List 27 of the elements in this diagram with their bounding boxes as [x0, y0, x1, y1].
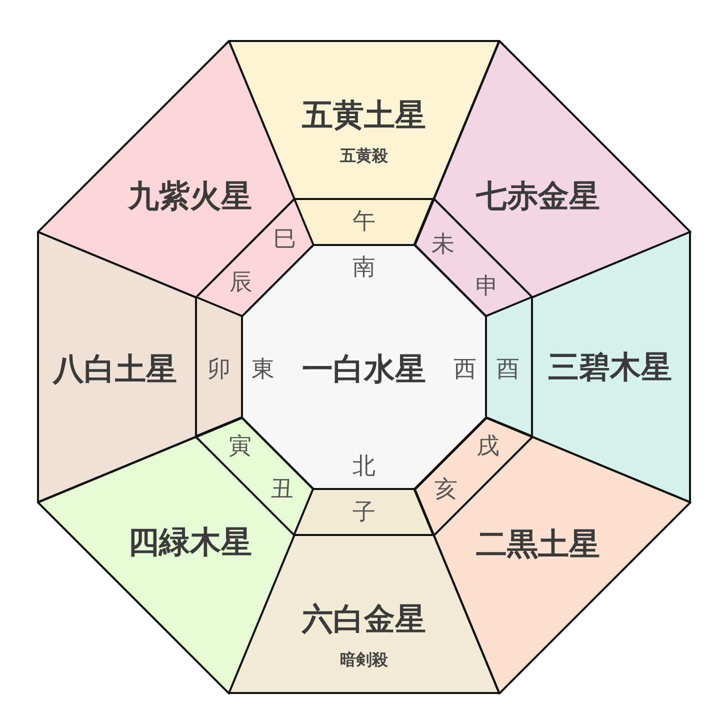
direction-label: 西	[454, 358, 476, 382]
zodiac-branch: 未	[431, 234, 454, 256]
zodiac-branch: 酉	[496, 358, 520, 382]
star-name: 一白水星	[302, 354, 426, 386]
star-name: 四緑木星	[128, 527, 252, 558]
star-name: 七赤金星	[476, 182, 600, 212]
star-name: 五黄土星	[302, 100, 426, 132]
direction-label: 東	[252, 358, 274, 382]
star-name: 九紫火星	[128, 182, 252, 212]
zodiac-branch: 申	[475, 276, 498, 298]
star-name: 八白土星	[53, 354, 177, 386]
direction-label: 北	[352, 456, 376, 478]
note-text: 暗剣殺	[340, 652, 388, 668]
zodiac-branch: 寅	[228, 435, 252, 458]
zodiac-branch: 巳	[274, 228, 296, 252]
zodiac-branch: 丑	[270, 478, 294, 502]
star-name: 六白金星	[302, 604, 426, 636]
zodiac-branch: 戌	[476, 435, 500, 458]
zodiac-branch: 辰	[230, 272, 252, 294]
zodiac-branch: 亥	[434, 478, 458, 502]
star-name: 三碧木星	[548, 352, 672, 384]
star-name: 二黒土星	[476, 529, 600, 560]
zodiac-branch: 午	[352, 210, 376, 234]
zodiac-branch: 子	[352, 502, 376, 524]
note-text: 五黄殺	[340, 148, 388, 164]
direction-label: 南	[352, 256, 376, 280]
zodiac-branch: 卯	[208, 358, 230, 382]
